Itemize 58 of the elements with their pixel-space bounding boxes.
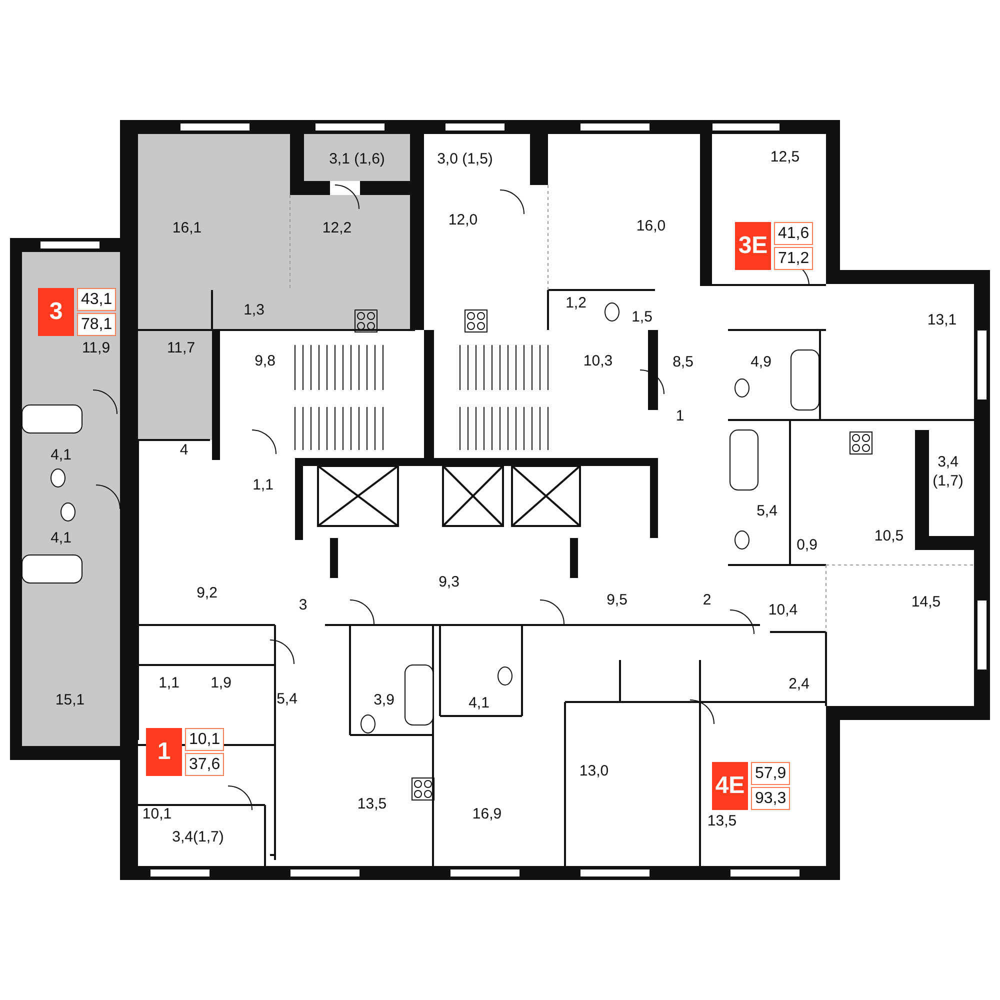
apartment-number: 4Е — [712, 762, 748, 810]
area-label: 14,5 — [911, 594, 941, 612]
area-label: 10,4 — [768, 602, 798, 620]
area-label: 3,4 (1,7) — [932, 453, 964, 491]
area-value: 93,3 — [751, 787, 790, 810]
area-label: 16,9 — [472, 806, 502, 824]
area-label: 10,1 — [142, 806, 172, 824]
area-label: 0,9 — [796, 536, 818, 556]
area-label: 4,1 — [50, 446, 72, 466]
area-label: 4,1 — [468, 694, 490, 714]
area-label: 15,1 — [55, 692, 85, 710]
area-value: 10,1 — [185, 728, 224, 752]
area-label: 2,4 — [788, 676, 810, 694]
area-label: 9,3 — [438, 574, 460, 592]
area-label: 13,0 — [579, 762, 609, 782]
apartment-number: 3Е — [735, 222, 771, 270]
area-label: 2 — [702, 592, 712, 610]
area-label: 5,4 — [756, 502, 778, 522]
area-label: 1,1 — [252, 476, 274, 496]
area-label: 13,5 — [707, 812, 737, 832]
area-label: 3 — [298, 596, 308, 616]
area-label: 3,1 (1,6) — [329, 150, 385, 170]
apartment-number: 1 — [146, 728, 182, 776]
area-label: 10,3 — [583, 352, 613, 372]
area-label: 8,5 — [672, 354, 694, 372]
area-label: 12,5 — [770, 148, 800, 168]
area-label: 10,5 — [874, 528, 904, 546]
area-label: 1,1 — [158, 674, 180, 694]
area-label: 12,0 — [448, 212, 478, 230]
area-label: 1,2 — [566, 294, 586, 314]
area-label: 1 — [676, 408, 684, 426]
area-value: 41,6 — [774, 222, 814, 246]
area-label: 12,2 — [322, 220, 352, 238]
area-label: 5,4 — [276, 690, 298, 710]
area-label: 13,1 — [927, 312, 957, 330]
area-label: 4,9 — [750, 354, 772, 372]
area-value: 43,1 — [77, 288, 116, 312]
area-label: 1,3 — [244, 302, 264, 320]
area-label: 3,4(1,7) — [172, 828, 224, 848]
area-label: 1,9 — [210, 674, 232, 694]
apartment-number: 3 — [38, 288, 74, 336]
area-label: 9,2 — [196, 584, 218, 604]
area-label: 4,1 — [50, 530, 72, 548]
area-label: 9,5 — [606, 592, 628, 610]
area-label: 3,9 — [374, 692, 394, 710]
area-label: 9,8 — [254, 352, 276, 372]
area-label: 4 — [180, 442, 188, 460]
area-label: 13,5 — [357, 796, 387, 814]
area-label: 11,9 — [82, 340, 110, 358]
area-value: 78,1 — [77, 313, 116, 336]
area-label: 11,7 — [166, 340, 196, 358]
area-label: 3,0 (1,5) — [437, 150, 493, 170]
area-label: 16,0 — [636, 218, 666, 236]
area-value: 57,9 — [751, 762, 790, 786]
area-value: 71,2 — [774, 247, 814, 270]
area-value: 37,6 — [185, 753, 224, 776]
area-label: 16,1 — [172, 220, 202, 238]
area-label: 1,5 — [632, 308, 652, 328]
